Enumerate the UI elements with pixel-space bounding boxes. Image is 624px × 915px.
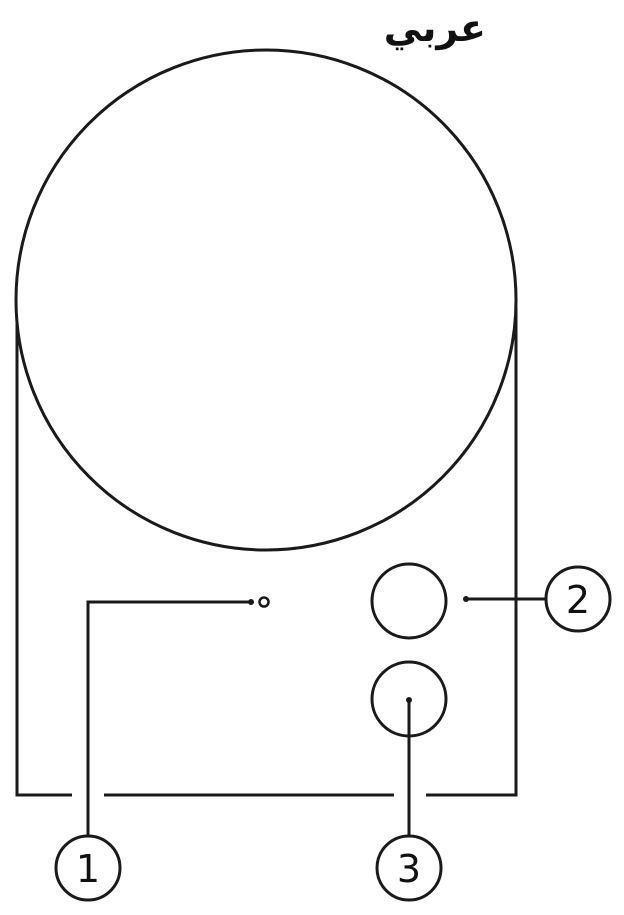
- callout-3: 3: [375, 834, 443, 902]
- indicator-hole: [258, 596, 270, 608]
- leader-dot-2: [463, 596, 469, 602]
- callout-2-number: 2: [566, 578, 590, 622]
- callout-3-number: 3: [397, 847, 421, 891]
- callout-1: 1: [54, 834, 122, 902]
- callout-2: 2: [544, 565, 612, 633]
- button-upper: [370, 562, 448, 640]
- leader-dot-1: [248, 599, 254, 605]
- device-head-circle: [14, 48, 518, 552]
- device-body-outline: [15, 307, 518, 797]
- leader-line-1: [86, 600, 251, 836]
- callout-1-number: 1: [76, 847, 100, 891]
- leader-dot-3: [406, 697, 412, 703]
- language-heading: عربي: [383, 6, 486, 50]
